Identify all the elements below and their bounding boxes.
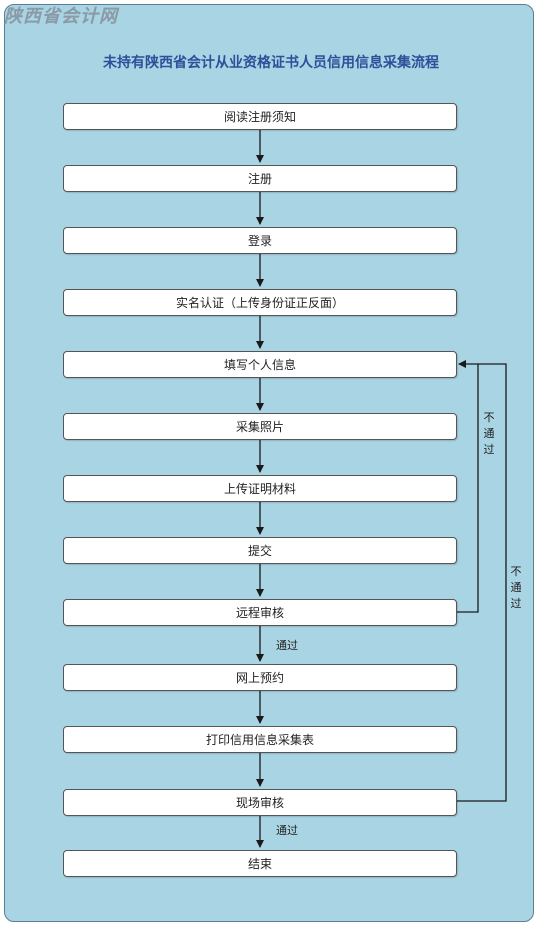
label-onsite-pass: 通过 — [276, 824, 298, 837]
step-end: 结束 — [63, 850, 457, 877]
step-remote-review: 远程审核 — [63, 599, 457, 626]
step-collect-photo: 采集照片 — [63, 413, 457, 440]
label-onsite-fail: 不通过 — [510, 565, 522, 610]
step-online-booking: 网上预约 — [63, 664, 457, 691]
watermark-logo: 陕西省会计网 — [4, 6, 118, 27]
diagram-title: 未持有陕西省会计从业资格证书人员信用信息采集流程 — [103, 55, 439, 71]
step-read-notice: 阅读注册须知 — [63, 103, 457, 130]
step-register: 注册 — [63, 165, 457, 192]
step-login: 登录 — [63, 227, 457, 254]
step-fill-personal-info: 填写个人信息 — [63, 351, 457, 378]
label-remote-fail: 不通过 — [483, 411, 495, 456]
flowchart-panel — [4, 4, 534, 922]
step-print-form: 打印信用信息采集表 — [63, 726, 457, 753]
label-remote-pass: 通过 — [276, 639, 298, 652]
loop-onsite-fail — [457, 363, 507, 802]
step-real-name-verify: 实名认证（上传身份证正反面） — [63, 289, 457, 316]
loop-remote-fail — [457, 360, 479, 613]
step-submit: 提交 — [63, 537, 457, 564]
step-onsite-review: 现场审核 — [63, 789, 457, 816]
step-upload-documents: 上传证明材料 — [63, 475, 457, 502]
